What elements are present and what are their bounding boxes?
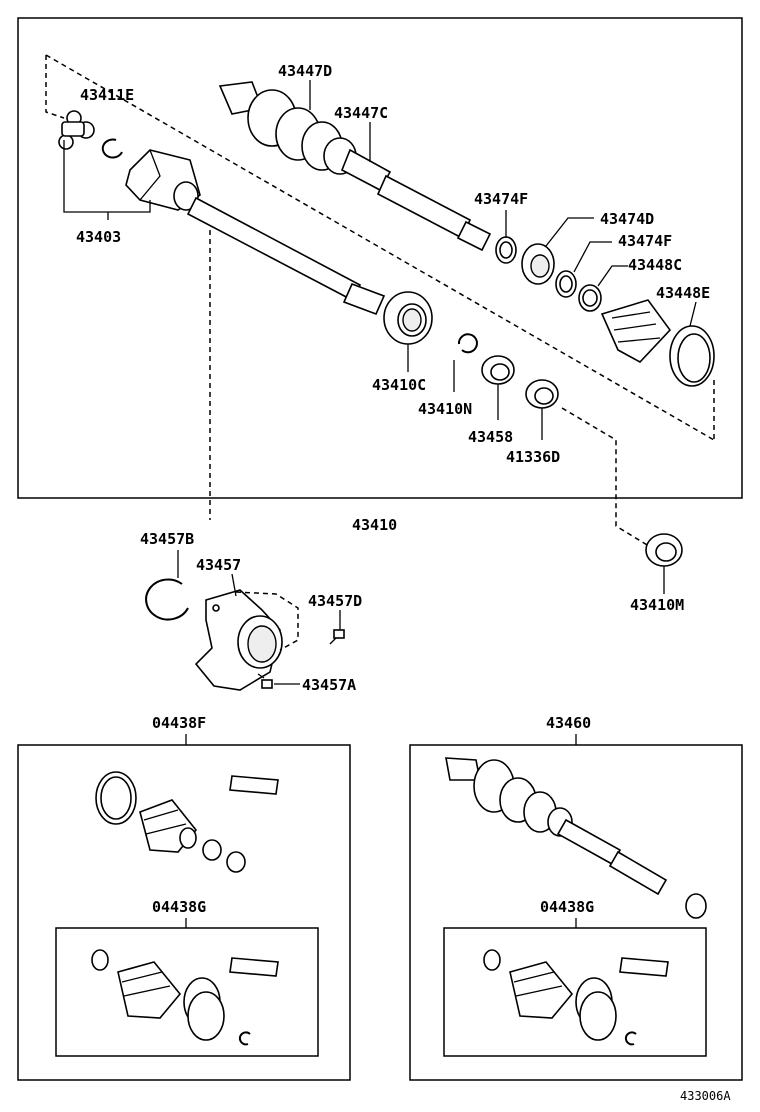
label-04438g-left: 04438G	[152, 898, 206, 916]
outer-cv-joint-part	[218, 81, 492, 252]
label-41336d: 41336D	[506, 448, 560, 466]
leader-43403	[63, 140, 151, 213]
kit-04438g-left-frame	[55, 927, 319, 1057]
label-04438g-right: 04438G	[540, 898, 594, 916]
label-43458: 43458	[468, 428, 513, 446]
boot-43448e-part	[600, 299, 715, 387]
label-43403: 43403	[76, 228, 121, 246]
clamp-43474f-b-part	[555, 270, 577, 298]
clamp-43448c-part	[578, 284, 602, 312]
label-43410n: 43410N	[418, 400, 472, 418]
bolt-43457d-part	[329, 629, 345, 645]
label-43410c: 43410C	[372, 376, 426, 394]
bearing-bracket-43457-part	[194, 589, 283, 691]
snap-ring-43410n-part	[457, 333, 478, 354]
kit-04438g-left-parts	[91, 949, 279, 1046]
label-43474d: 43474D	[600, 210, 654, 228]
label-43474f-b: 43474F	[618, 232, 672, 250]
kit-04438f-parts	[95, 771, 279, 873]
assembly-43460-parts	[445, 757, 707, 919]
label-43447d: 43447D	[278, 62, 332, 80]
kit-04438g-right-frame	[443, 927, 707, 1057]
damper-43474d-part	[521, 243, 555, 285]
snap-ring-43457b-part	[145, 578, 189, 621]
label-04438f: 04438F	[152, 714, 206, 732]
seal-43458-part	[481, 355, 515, 385]
leader-43448e	[689, 301, 697, 327]
kit-04438g-right-parts	[483, 949, 669, 1046]
guide-line-top	[45, 55, 65, 119]
kit-04438f-frame	[17, 744, 351, 1081]
leader-43474f-b	[573, 241, 612, 273]
bolt-43457a-part	[257, 673, 273, 689]
label-43448e: 43448E	[656, 284, 710, 302]
main-assembly-frame	[17, 17, 743, 499]
seal-41336d-part	[525, 379, 559, 409]
label-43474f-a: 43474F	[474, 190, 528, 208]
leader-43474d	[545, 217, 594, 247]
bearing-43410c-part	[383, 291, 433, 345]
label-43447c: 43447C	[334, 104, 388, 122]
bracket-dash-box	[235, 591, 299, 651]
guide-line-bearing	[561, 407, 653, 549]
guide-line-diagonal	[45, 54, 715, 441]
leader-43457	[231, 573, 237, 597]
outboard-joint-housing-part	[125, 149, 201, 211]
label-43457: 43457	[196, 556, 241, 574]
label-43448c: 43448C	[628, 256, 682, 274]
footer-code: 433006A	[680, 1089, 731, 1103]
snap-ring-part	[101, 138, 123, 159]
label-43457a: 43457A	[302, 676, 356, 694]
label-43457d: 43457D	[308, 592, 362, 610]
label-43411e: 43411E	[80, 86, 134, 104]
label-43410m: 43410M	[630, 596, 684, 614]
clamp-43474f-a-part	[495, 236, 517, 264]
bearing-43410m-part	[645, 533, 683, 567]
label-43460: 43460	[546, 714, 591, 732]
leader-43448c	[597, 265, 628, 287]
tripod-joint-part	[58, 110, 95, 150]
drive-shaft-part	[186, 196, 386, 316]
label-43457b: 43457B	[140, 530, 194, 548]
label-43410: 43410	[352, 516, 397, 534]
